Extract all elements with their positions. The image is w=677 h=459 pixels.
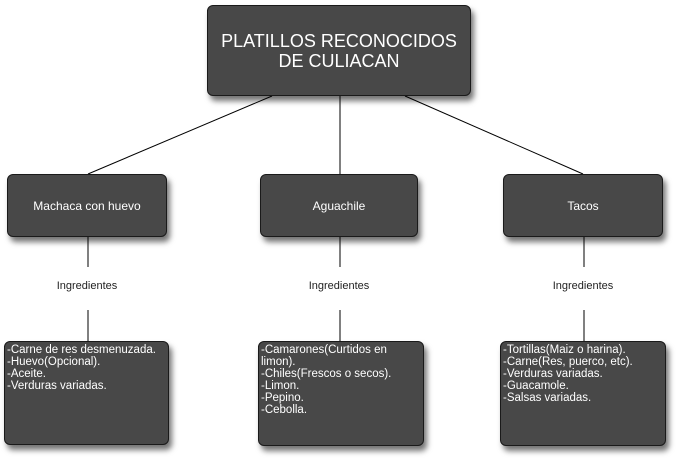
ingredient-item: -Chiles(Frescos o secos). xyxy=(261,368,392,380)
dish-name: Tacos xyxy=(567,198,599,213)
ingredient-item: -Pepino. xyxy=(261,392,304,404)
ingredient-item: -Carne de res desmenuzada. xyxy=(7,344,156,356)
ingredient-item: -Verduras variadas. xyxy=(503,368,603,380)
ingredient-item: -Tortillas(Maiz o harina). xyxy=(503,344,626,356)
ingredient-item: -Guacamole. xyxy=(503,380,569,392)
ingredients-label: Ingredientes xyxy=(552,280,614,292)
root-title-line1: PLATILLOS RECONOCIDOS xyxy=(221,30,457,51)
dish-name: Aguachile xyxy=(312,198,366,213)
connector-root-machaca xyxy=(87,95,273,175)
ingredients-node-aguachile[interactable]: -Camarones(Curtidos en limon). -Chiles(F… xyxy=(258,341,424,446)
root-node[interactable]: PLATILLOS RECONOCIDOS DE CULIACAN xyxy=(207,5,471,96)
root-title-line2: DE CULIACAN xyxy=(278,50,400,71)
ingredients-label: Ingredientes xyxy=(308,280,370,292)
ingredients-node-tacos[interactable]: -Tortillas(Maiz o harina). -Carne(Res, p… xyxy=(500,341,666,446)
ingredient-item: -Limon. xyxy=(261,380,300,392)
dish-name: Machaca con huevo xyxy=(33,198,141,213)
ingredient-item: -Camarones(Curtidos en limon). xyxy=(261,344,387,368)
connector-root-tacos xyxy=(404,95,584,175)
root-title: PLATILLOS RECONOCIDOS DE CULIACAN xyxy=(221,31,457,71)
ingredient-item: -Verduras variadas. xyxy=(7,380,107,392)
ingredient-item: -Huevo(Opcional). xyxy=(7,356,101,368)
ingredient-item: -Salsas variadas. xyxy=(503,392,592,404)
ingredient-item: -Carne(Res, puerco, etc). xyxy=(503,356,633,368)
dish-node-aguachile[interactable]: Aguachile xyxy=(260,174,418,237)
dish-node-machaca[interactable]: Machaca con huevo xyxy=(7,174,167,237)
ingredient-item: -Cebolla. xyxy=(261,404,308,416)
ingredients-label: Ingredientes xyxy=(56,280,118,292)
ingredients-node-machaca[interactable]: -Carne de res desmenuzada. -Huevo(Opcion… xyxy=(4,341,169,445)
ingredient-item: -Aceite. xyxy=(7,368,46,380)
dish-node-tacos[interactable]: Tacos xyxy=(503,174,663,237)
